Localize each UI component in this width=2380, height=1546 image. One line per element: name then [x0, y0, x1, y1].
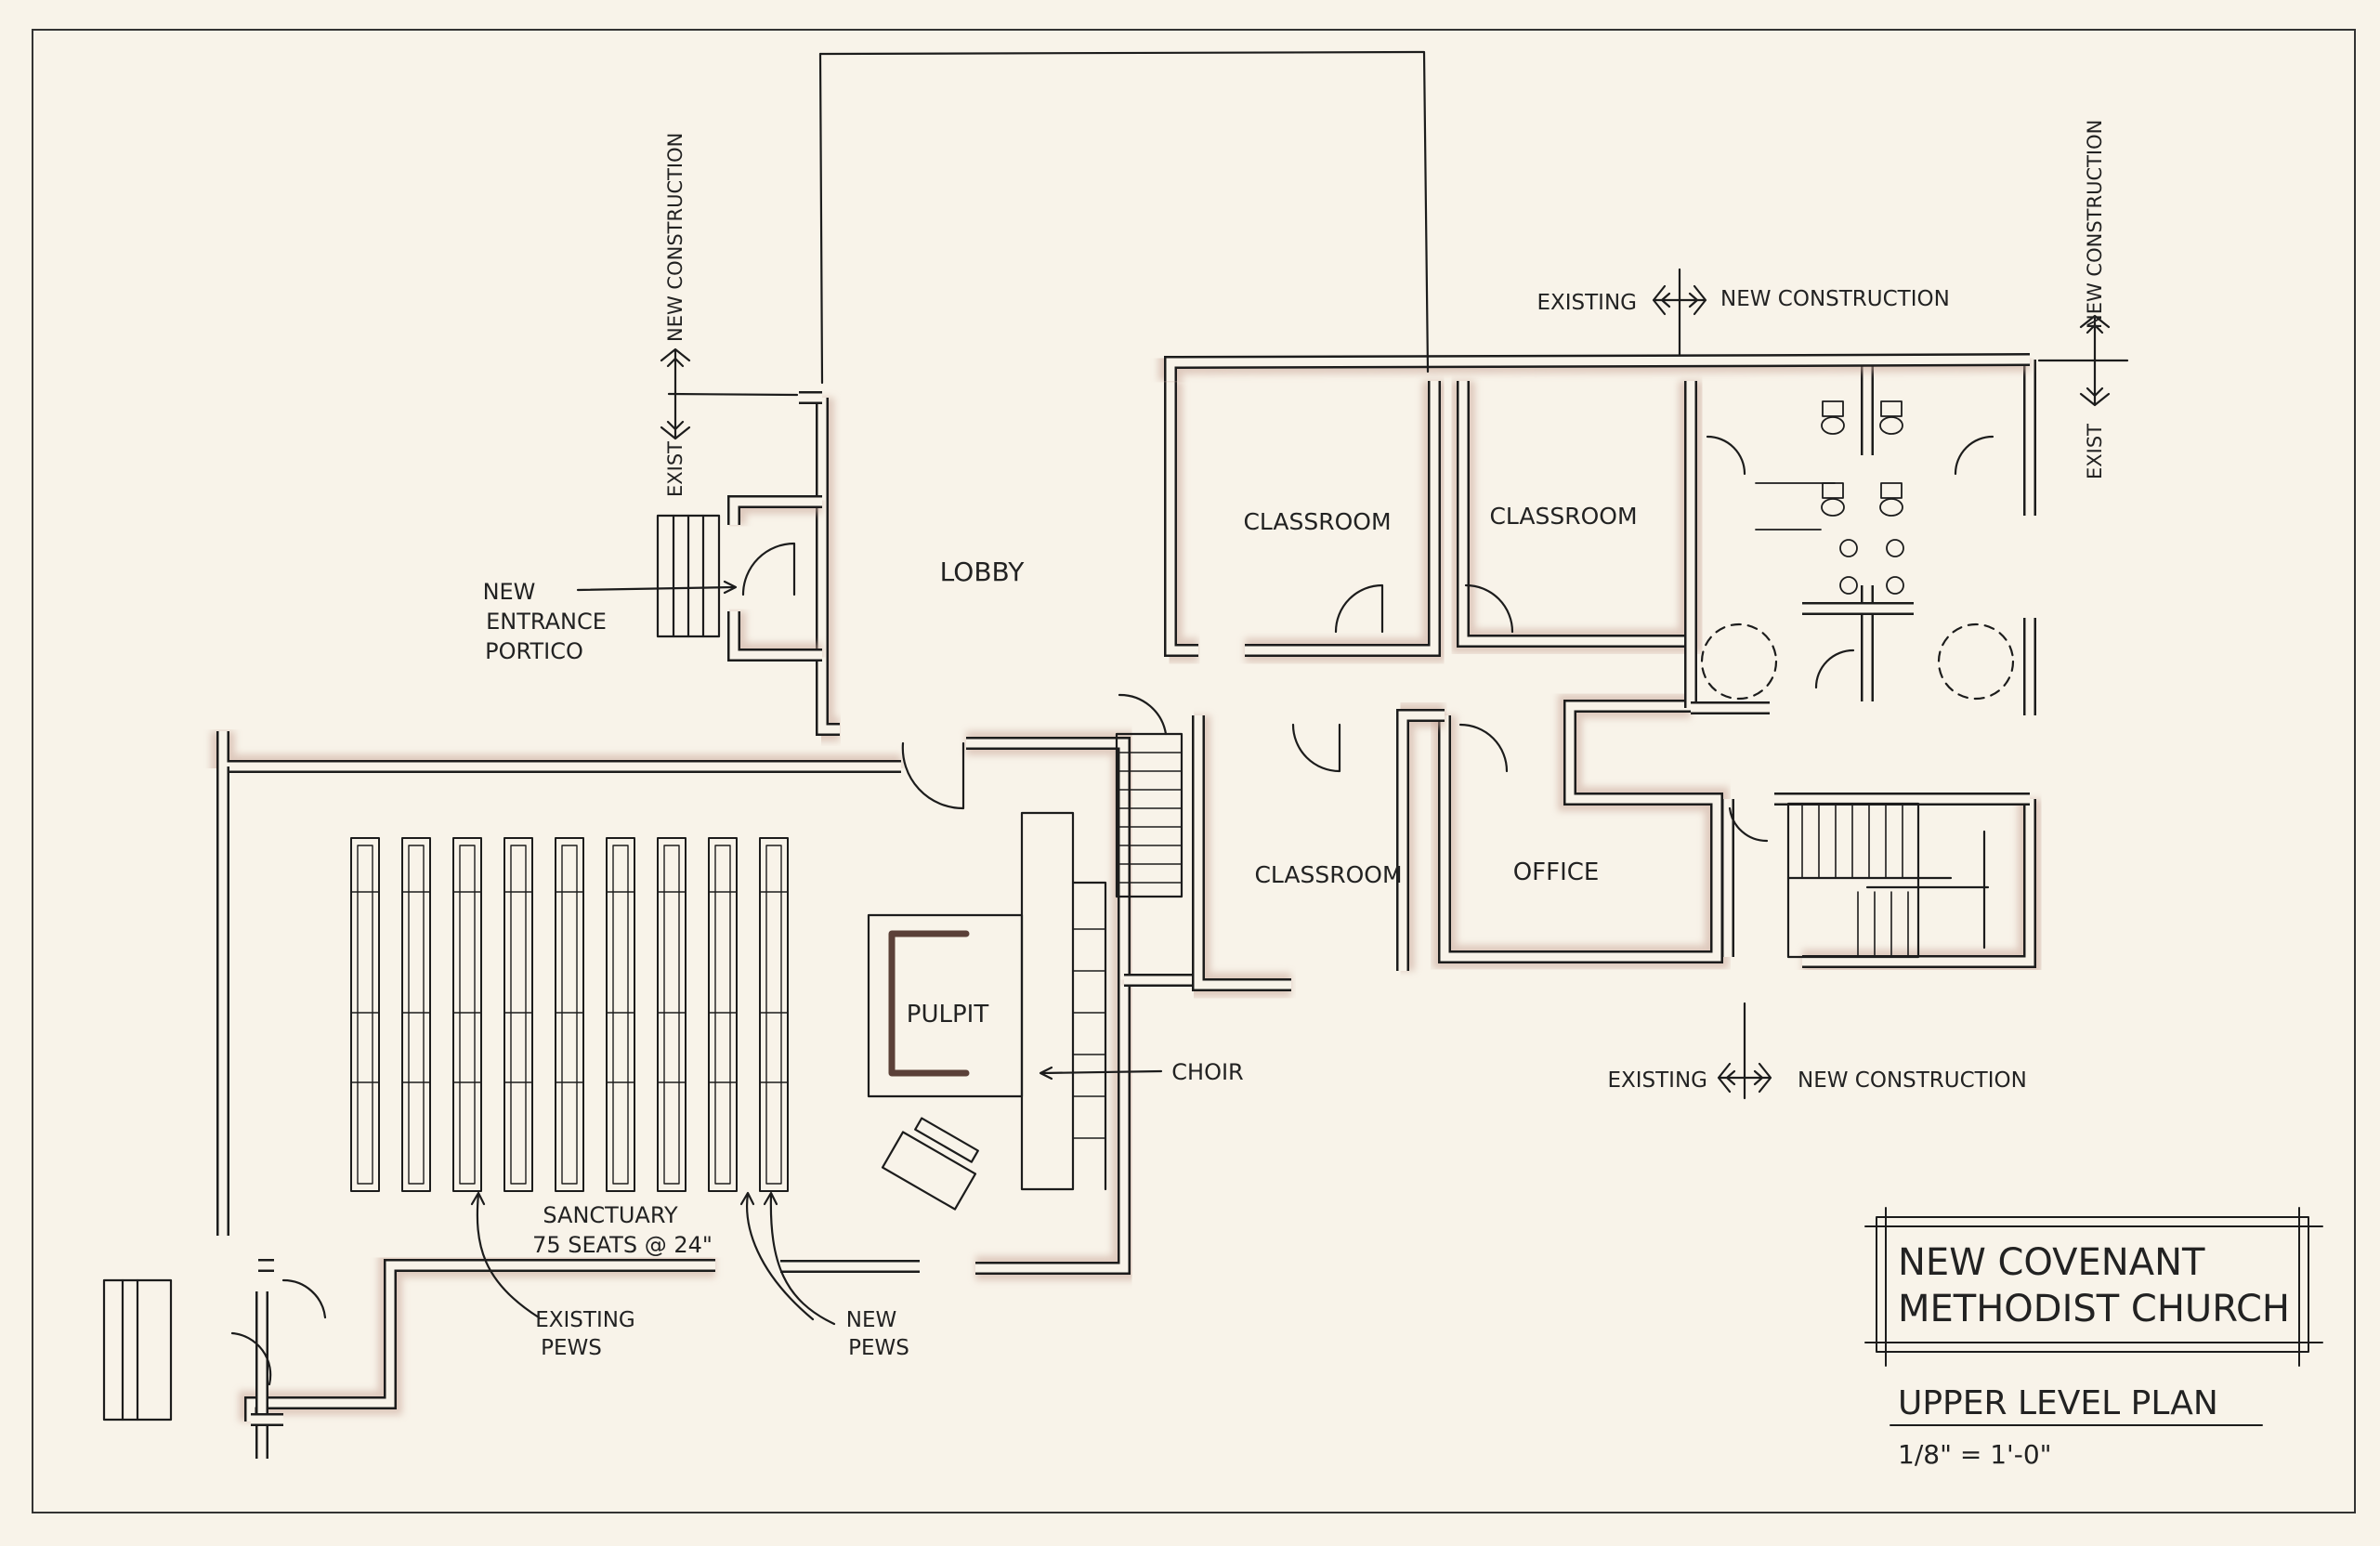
room-label-lobby: LOBBY [940, 557, 1026, 587]
pew-1 [350, 837, 380, 1192]
marker-top-center [1652, 268, 1707, 357]
lobby-door-swing [901, 741, 965, 810]
pew-back-2 [408, 845, 425, 1185]
room-label-pulpit: PULPIT [907, 1001, 989, 1028]
wall-core-11 [729, 611, 822, 660]
wall-core-1 [966, 739, 1129, 1273]
wall-core-23 [1802, 799, 2034, 966]
pew-back-4 [510, 845, 527, 1185]
marker-bottom-center [1717, 1002, 1772, 1100]
pew-back-8 [714, 845, 731, 1185]
new-pews-label-line2: PEWS [848, 1336, 909, 1360]
turning-circle [1700, 622, 1778, 701]
pulpit-platform [867, 913, 1024, 1098]
existing-pews-label-line1: EXISTING [535, 1308, 635, 1332]
wall-segment-3 [244, 1259, 715, 1422]
pew-7 [657, 837, 687, 1192]
linework [102, 50, 2323, 1426]
pew-back-3 [459, 845, 476, 1185]
entrance-label-line2: ENTRANCE [486, 609, 607, 635]
entrance-door-swing [741, 542, 796, 596]
main-stair [1115, 732, 1183, 898]
classroom-2-door-swing [1464, 583, 1514, 634]
restroom-door-swings [1706, 435, 1994, 843]
pew-2 [401, 837, 431, 1192]
marker-top-new: NEW CONSTRUCTION [1720, 287, 1950, 311]
sheet-border [32, 29, 2356, 1513]
wall-core-18 [1194, 715, 1291, 989]
marker-bottom-existing: EXISTING [1607, 1068, 1707, 1093]
rear-stair [1786, 802, 1920, 959]
pew-5 [555, 837, 584, 1192]
existing-pews-leader [476, 1192, 541, 1319]
entrance-leader [576, 585, 736, 592]
wall-wash-16 [1432, 694, 1729, 969]
room-label-classroom-3: CLASSROOM [1254, 861, 1402, 888]
sanctuary-seats-label: 75 SEATS @ 24" [532, 1232, 713, 1258]
marker-left-exist: EXIST [664, 441, 687, 497]
sanctuary-label: SANCTUARY [543, 1202, 678, 1228]
room-label-office: OFFICE [1513, 858, 1600, 886]
pew-back-5 [561, 845, 578, 1185]
title-block-frame [1864, 1207, 2323, 1426]
wall-wash-11 [722, 611, 822, 667]
pew-back-9 [765, 845, 782, 1185]
pew-8 [708, 837, 738, 1192]
existing-pews-label-line2: PEWS [541, 1336, 602, 1360]
entrance-label-line3: PORTICO [485, 638, 583, 664]
wall-core-13 [1166, 381, 1198, 655]
wall-core-10 [729, 497, 822, 525]
pew-9 [759, 837, 789, 1192]
office-door-swing [1458, 723, 1509, 773]
title-line-2: METHODIST CHURCH [1898, 1288, 2290, 1330]
pew-4 [503, 837, 533, 1192]
pew-back-7 [663, 845, 680, 1185]
marker-bottom-new: NEW CONSTRUCTION [1798, 1068, 2027, 1093]
turning-circle [1937, 622, 2015, 701]
wall-wash-18 [1186, 715, 1291, 997]
wall-segment-18 [1192, 715, 1291, 991]
pew-3 [452, 837, 482, 1192]
wall-core-17 [1398, 711, 1445, 971]
marker-left-vertical [660, 347, 799, 440]
room-label-choir: CHOIR [1171, 1059, 1243, 1085]
new-pews-label-line1: NEW [846, 1308, 896, 1332]
marker-left-new: NEW CONSTRUCTION [664, 133, 687, 342]
rear-door-swing [281, 1278, 327, 1319]
plan-scale: 1/8" = 1'-0" [1898, 1439, 2052, 1470]
existing-lobby-outline [818, 50, 1430, 373]
marker-right-exist: EXIST [2084, 424, 2106, 479]
choir-risers [1020, 811, 1075, 1191]
room-label-classroom-2: CLASSROOM [1489, 503, 1637, 530]
plan-name: UPPER LEVEL PLAN [1898, 1384, 2218, 1422]
title-line-1: NEW COVENANT [1898, 1241, 2205, 1284]
toilet-fixtures [1755, 400, 1904, 595]
pew-back-1 [357, 845, 373, 1185]
wall-segment-0 [216, 731, 901, 773]
pew-6 [606, 837, 635, 1192]
new-pews-leader [746, 1192, 836, 1326]
choir-leader [1040, 1069, 1163, 1075]
wall-core-30 [1166, 355, 2031, 381]
communion-table [881, 1117, 979, 1211]
wall-core-14 [1245, 381, 1439, 655]
marker-right-new: NEW CONSTRUCTION [2084, 120, 2106, 329]
classroom-1-door-swing [1334, 583, 1384, 634]
walls [211, 347, 2042, 1459]
room-label-classroom-1: CLASSROOM [1243, 508, 1391, 535]
marker-right-vertical [2037, 314, 2129, 407]
marker-top-existing: EXISTING [1537, 291, 1637, 315]
classroom-3-door-swing [1291, 723, 1341, 773]
entrance-label-line1: NEW [483, 579, 536, 605]
pew-back-6 [612, 845, 629, 1185]
pews [350, 837, 789, 1192]
